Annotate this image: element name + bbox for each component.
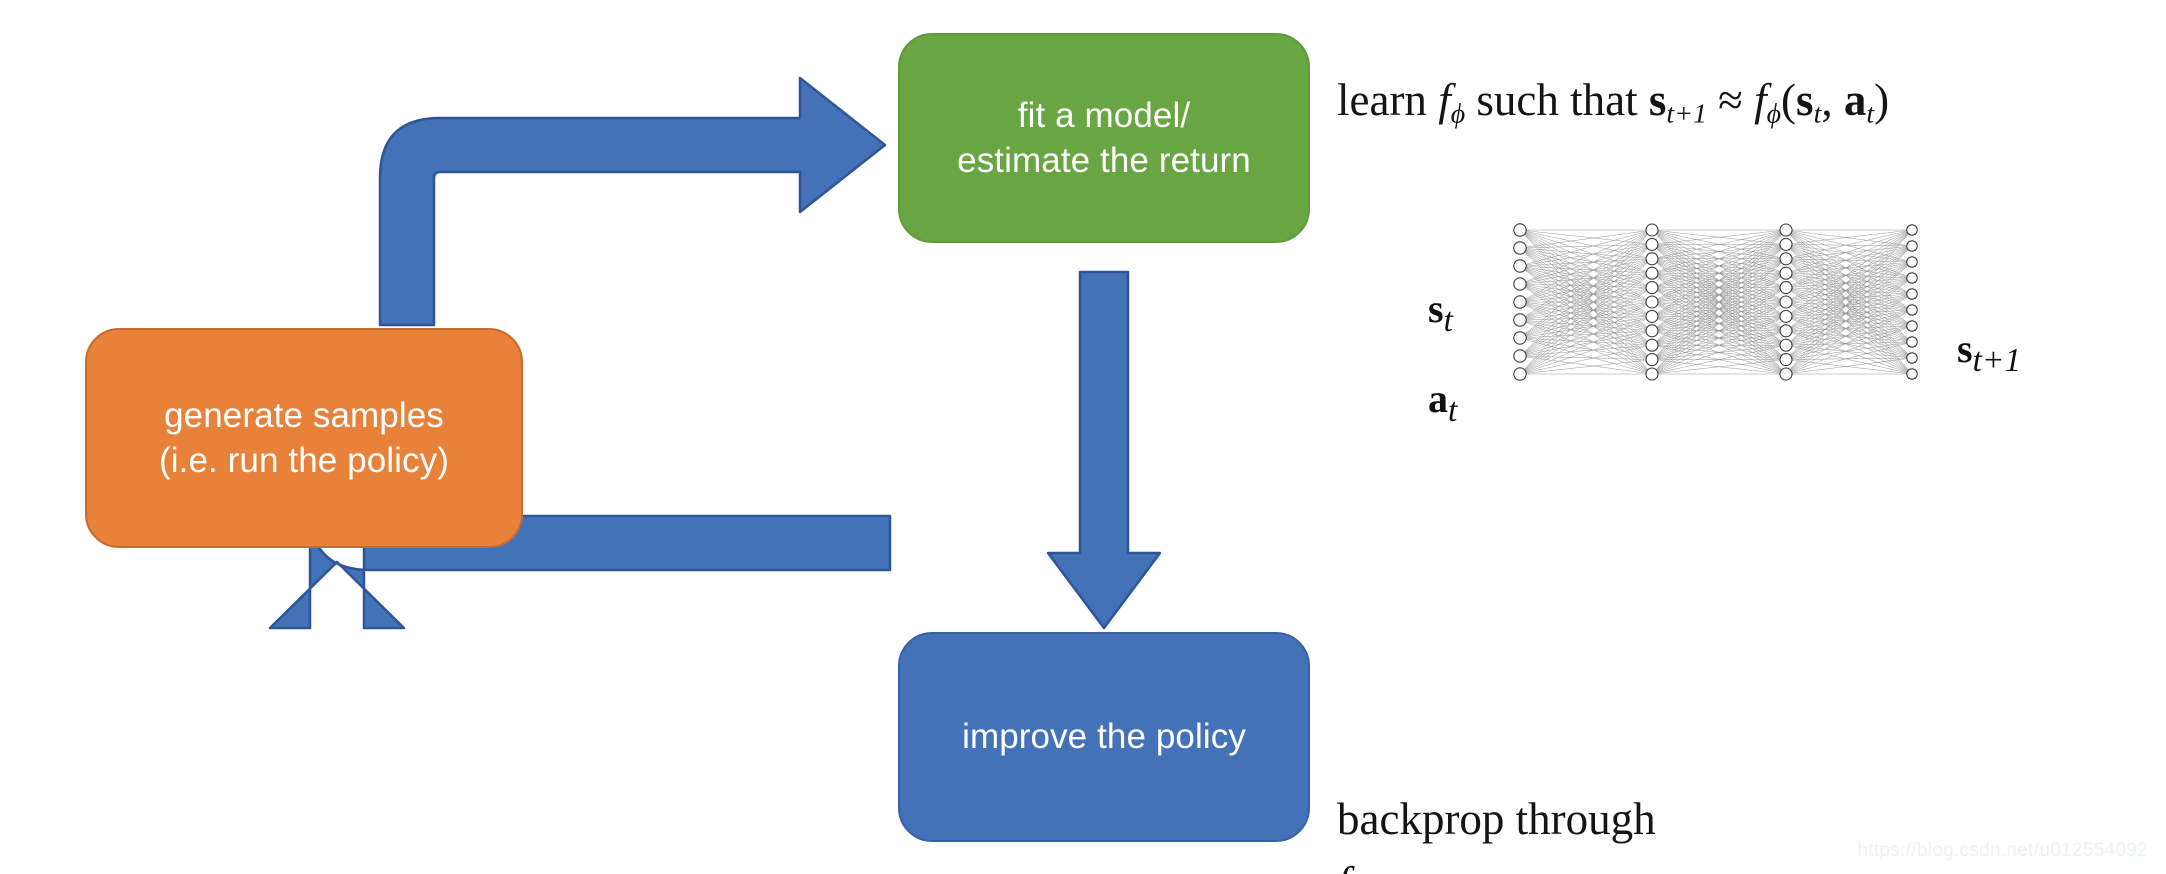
nn-node-l3-5 bbox=[1906, 304, 1918, 316]
annotation-s-arg-subscript: t bbox=[1813, 98, 1822, 130]
nn-output-state-label: st+1 bbox=[1957, 325, 2021, 380]
annotation-open-paren: ( bbox=[1781, 75, 1797, 125]
nn-input-action-label: at bbox=[1428, 375, 1457, 430]
nn-at-subscript: t bbox=[1448, 392, 1458, 429]
nn-node-l3-4 bbox=[1906, 288, 1918, 300]
arrow-fit-to-improve bbox=[1046, 270, 1162, 630]
box-improve-label: improve the policy bbox=[962, 717, 1246, 757]
nn-st1-subscript: t+1 bbox=[1972, 342, 2021, 379]
nn-node-l2-0 bbox=[1779, 223, 1793, 237]
annotation-learn-lead: learn bbox=[1337, 75, 1427, 125]
nn-node-l1-3 bbox=[1645, 266, 1659, 280]
nn-node-l2-7 bbox=[1779, 324, 1793, 338]
nn-node-l1-4 bbox=[1645, 281, 1659, 295]
annotation-rhs-f-subscript-phi: ϕ bbox=[1766, 98, 1782, 130]
nn-st-symbol: s bbox=[1428, 286, 1444, 331]
neural-network-edges bbox=[1519, 229, 1913, 375]
nn-node-l2-9 bbox=[1779, 353, 1793, 367]
nn-node-l0-8 bbox=[1513, 367, 1527, 381]
box-fit-label: fit a model/ estimate the return bbox=[957, 95, 1251, 181]
annotation-s-next-subscript: t+1 bbox=[1666, 98, 1707, 130]
annotation-f-symbol: f bbox=[1438, 75, 1451, 125]
nn-node-l0-0 bbox=[1513, 223, 1527, 237]
annotation-close-paren: ) bbox=[1874, 75, 1890, 125]
neural-network-figure bbox=[1480, 222, 1950, 382]
nn-node-l3-6 bbox=[1906, 320, 1918, 332]
annotation-such-that: such that bbox=[1476, 75, 1638, 125]
nn-st1-symbol: s bbox=[1957, 326, 1973, 371]
nn-node-l1-10 bbox=[1645, 367, 1659, 381]
nn-node-l1-2 bbox=[1645, 252, 1659, 266]
nn-node-l2-6 bbox=[1779, 309, 1793, 323]
nn-node-l3-8 bbox=[1906, 352, 1918, 364]
neural-network-svg bbox=[1513, 223, 1918, 381]
annotation-backprop-lead: backprop through bbox=[1337, 793, 1656, 844]
nn-node-l1-0 bbox=[1645, 223, 1659, 237]
nn-node-l2-8 bbox=[1779, 338, 1793, 352]
nn-node-l3-9 bbox=[1906, 368, 1918, 380]
nn-node-l2-5 bbox=[1779, 295, 1793, 309]
annotation-f-subscript-phi: ϕ bbox=[1450, 98, 1466, 130]
nn-node-l2-2 bbox=[1779, 252, 1793, 266]
annotation-backprop-policy: backprop through fϕ and r to train πθ(st… bbox=[1337, 660, 1656, 874]
nn-node-l1-9 bbox=[1645, 353, 1659, 367]
annotation-a-arg-symbol: a bbox=[1843, 75, 1867, 125]
nn-node-l1-7 bbox=[1645, 324, 1659, 338]
annotation-s-next-symbol: s bbox=[1648, 75, 1667, 125]
nn-node-l2-3 bbox=[1779, 266, 1793, 280]
nn-node-l3-7 bbox=[1906, 336, 1918, 348]
nn-node-l0-1 bbox=[1513, 241, 1527, 255]
process-box-generate-samples[interactable]: generate samples (i.e. run the policy) bbox=[85, 328, 523, 548]
nn-node-l3-0 bbox=[1906, 224, 1918, 236]
arrow-generate-to-fit bbox=[378, 76, 887, 327]
nn-at-symbol: a bbox=[1428, 376, 1448, 421]
nn-node-l0-2 bbox=[1513, 259, 1527, 273]
nn-node-l0-4 bbox=[1513, 295, 1527, 309]
annotation-rhs-f-symbol: f bbox=[1754, 75, 1767, 125]
nn-st-subscript: t bbox=[1443, 302, 1453, 339]
nn-node-l1-8 bbox=[1645, 338, 1659, 352]
nn-node-l0-6 bbox=[1513, 331, 1527, 345]
nn-node-l1-6 bbox=[1645, 309, 1659, 323]
box-generate-label: generate samples (i.e. run the policy) bbox=[159, 395, 449, 481]
annotation-backprop-line1: backprop through fϕ and r to bbox=[1337, 724, 1656, 874]
process-box-fit-a-model[interactable]: fit a model/ estimate the return bbox=[898, 33, 1310, 243]
nn-node-l3-3 bbox=[1906, 272, 1918, 284]
source-watermark: https://blog.csdn.net/u012554092 bbox=[1857, 840, 2148, 861]
nn-node-l1-5 bbox=[1645, 295, 1659, 309]
process-box-improve-the-policy[interactable]: improve the policy bbox=[898, 632, 1310, 842]
nn-node-l3-1 bbox=[1906, 240, 1918, 252]
annotation-a-arg-subscript: t bbox=[1866, 98, 1875, 130]
annotation-approx-icon: ≈ bbox=[1718, 75, 1743, 125]
annotation-backprop-f-symbol: f bbox=[1337, 858, 1350, 874]
annotation-learn-dynamics-model: learn fϕ such that st+1 ≈ fϕ(st, at) bbox=[1337, 75, 1890, 128]
neural-network-nodes bbox=[1513, 223, 1918, 381]
nn-node-l2-1 bbox=[1779, 237, 1793, 251]
nn-node-l0-7 bbox=[1513, 349, 1527, 363]
nn-node-l0-3 bbox=[1513, 277, 1527, 291]
nn-input-state-label: st bbox=[1428, 285, 1453, 340]
nn-node-l1-1 bbox=[1645, 237, 1659, 251]
annotation-comma: , bbox=[1821, 75, 1833, 125]
nn-node-l3-2 bbox=[1906, 256, 1918, 268]
annotation-s-arg-symbol: s bbox=[1796, 75, 1814, 125]
nn-node-l2-10 bbox=[1779, 367, 1793, 381]
nn-node-l0-5 bbox=[1513, 313, 1527, 327]
nn-node-l2-4 bbox=[1779, 281, 1793, 295]
